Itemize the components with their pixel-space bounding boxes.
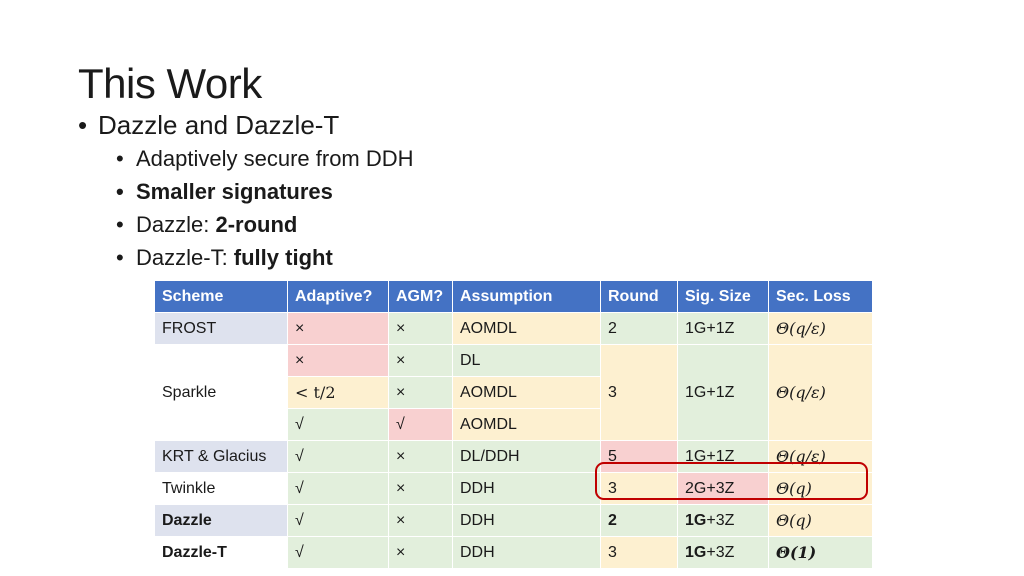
bullet-list: Dazzle and Dazzle-T Adaptively secure fr…: [78, 108, 414, 274]
bullet-adaptive: Adaptively secure from DDH: [116, 142, 414, 175]
header-sig-size: Sig. Size: [677, 280, 769, 313]
assumption-cell: AOMDL: [452, 376, 601, 409]
adaptive-cell: √: [287, 472, 389, 505]
bullet-dazzle-prefix: Dazzle:: [136, 212, 216, 237]
agm-cell: ×: [388, 376, 453, 409]
scheme-dazzle-t: Dazzle-T: [154, 536, 288, 569]
sec-loss-cell: Θ(q/ε): [768, 440, 873, 473]
header-scheme: Scheme: [154, 280, 288, 313]
assumption-cell: DL: [452, 344, 601, 377]
scheme-dazzle: Dazzle: [154, 504, 288, 537]
header-agm: AGM?: [388, 280, 453, 313]
sec-loss-cell: Θ(q): [768, 472, 873, 505]
sig-size-rest: +3Z: [706, 543, 735, 561]
adaptive-cell: √: [287, 536, 389, 569]
round-cell: 2: [600, 504, 678, 537]
bullet-dazzle-bold: 2-round: [215, 212, 298, 237]
table-row: KRT & Glacius √ × DL/DDH 5 1G+1Z Θ(q/ε): [154, 440, 873, 473]
sig-size-rest: +3Z: [706, 511, 735, 529]
sig-size-bold: 1G: [685, 543, 707, 561]
scheme-sparkle: Sparkle: [154, 344, 288, 441]
agm-cell: ×: [388, 440, 453, 473]
adaptive-cell: √: [287, 408, 389, 441]
comparison-table: Scheme Adaptive? AGM? Assumption Round S…: [154, 280, 873, 569]
round-cell: 3: [600, 536, 678, 569]
agm-cell: ×: [388, 472, 453, 505]
adaptive-cell: √: [287, 504, 389, 537]
table-row: Sparkle × × DL 3 1G+1Z Θ(q/ε): [154, 344, 873, 441]
bullet-main: Dazzle and Dazzle-T: [78, 108, 414, 142]
table-row: Dazzle √ × DDH 2 1G+3Z Θ(q): [154, 504, 873, 537]
sig-size-cell: 1G+1Z: [677, 312, 769, 345]
header-round: Round: [600, 280, 678, 313]
round-cell: 3: [600, 472, 678, 505]
assumption-cell: DDH: [452, 536, 601, 569]
agm-cell: ×: [388, 312, 453, 345]
sig-size-cell: 2G+3Z: [677, 472, 769, 505]
sig-size-cell: 1G+3Z: [677, 504, 769, 537]
scheme-krt-glacius: KRT & Glacius: [154, 440, 288, 473]
sec-loss-cell: Θ(q/ε): [768, 312, 873, 345]
sec-loss-cell: Θ(1): [768, 536, 873, 569]
bullet-dazzle-t-bold: fully tight: [233, 245, 333, 270]
sig-size-cell: 1G+1Z: [677, 440, 769, 473]
bullet-smaller-signatures: Smaller signatures: [116, 175, 414, 208]
agm-cell: ×: [388, 536, 453, 569]
bullet-dazzle-t-prefix: Dazzle-T:: [136, 245, 234, 270]
agm-cell: √: [388, 408, 453, 441]
adaptive-cell: ×: [287, 312, 389, 345]
scheme-twinkle: Twinkle: [154, 472, 288, 505]
header-sec-loss: Sec. Loss: [768, 280, 873, 313]
assumption-cell: DDH: [452, 504, 601, 537]
round-cell: 5: [600, 440, 678, 473]
sig-size-cell: 1G+3Z: [677, 536, 769, 569]
assumption-cell: AOMDL: [452, 408, 601, 441]
sig-size-bold: 1G: [685, 511, 707, 529]
bullet-dazzle-t: Dazzle-T: fully tight: [116, 241, 414, 274]
assumption-cell: DL/DDH: [452, 440, 601, 473]
adaptive-cell: √: [287, 440, 389, 473]
assumption-cell: DDH: [452, 472, 601, 505]
agm-cell: ×: [388, 504, 453, 537]
table-header-row: Scheme Adaptive? AGM? Assumption Round S…: [154, 280, 873, 313]
assumption-cell: AOMDL: [452, 312, 601, 345]
scheme-frost: FROST: [154, 312, 288, 345]
table-row: FROST × × AOMDL 2 1G+1Z Θ(q/ε): [154, 312, 873, 345]
agm-cell: ×: [388, 344, 453, 377]
sig-size-cell: 1G+1Z: [677, 344, 769, 441]
adaptive-cell: ×: [287, 344, 389, 377]
header-adaptive: Adaptive?: [287, 280, 389, 313]
round-cell: 3: [600, 344, 678, 441]
table-row: < t/2 × AOMDL: [155, 376, 873, 409]
sec-loss-cell: Θ(q/ε): [768, 344, 873, 441]
table-row: Twinkle √ × DDH 3 2G+3Z Θ(q): [154, 472, 873, 505]
table-row: Dazzle-T √ × DDH 3 1G+3Z Θ(1): [154, 536, 873, 569]
slide-title: This Work: [78, 60, 262, 107]
header-assumption: Assumption: [452, 280, 601, 313]
adaptive-cell: < t/2: [287, 376, 389, 409]
bullet-dazzle: Dazzle: 2-round: [116, 208, 414, 241]
round-cell: 2: [600, 312, 678, 345]
sec-loss-cell: Θ(q): [768, 504, 873, 537]
